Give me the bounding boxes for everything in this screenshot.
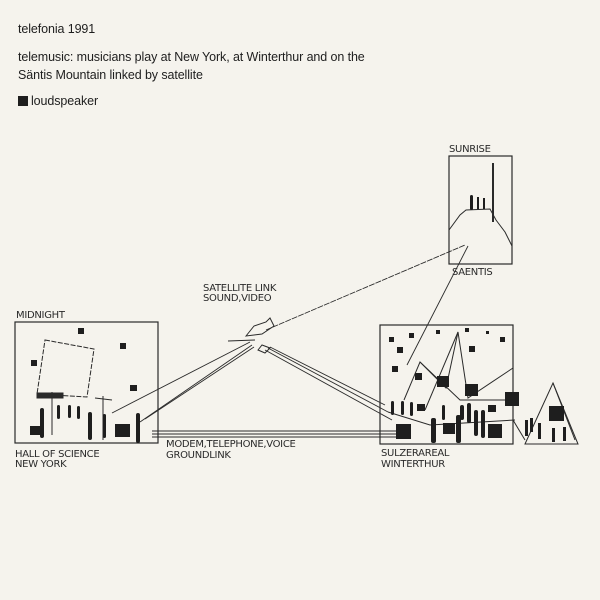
satellite: SATELLITE LINK SOUND,VIDEO [203,283,277,354]
loudspeaker-legend-icon [18,96,28,106]
new-york-panel: MIDNIGHT HALL OF SCIENCE NEW YORK [14,310,159,470]
loudspeakers-winterthur [389,328,519,439]
musicians-tent [525,418,566,442]
description-line-2: Säntis Mountain linked by satellite [18,68,203,82]
description: telemusic: musicians play at New York, a… [18,48,438,84]
new-york-venue-label: HALL OF SCIENCE [15,449,99,460]
new-york-time-label: MIDNIGHT [16,310,66,321]
satellite-label-line-1: SATELLITE LINK [203,283,277,294]
musicians-winterthur [391,401,485,443]
title: telefonia 1991 [18,22,96,36]
saentis-name-label: SAENTIS [452,267,492,278]
musicians-saentis [470,195,485,210]
musicians-new-york [40,405,140,443]
satellite-icon [244,317,275,337]
winterthur-city-label: WINTERTHUR [381,459,445,470]
satellite-label-line-2: SOUND,VIDEO [203,293,272,304]
description-line-1: telemusic: musicians play at New York, a… [18,50,365,64]
legend: loudspeaker [18,94,98,108]
saentis-panel: SUNRISE SAENTIS [448,144,513,278]
groundlink-label-line-1: MODEM,TELEPHONE,VOICE [166,439,296,450]
saentis-time-label: SUNRISE [449,144,491,155]
winterthur-venue-label: SULZERAREAL [381,448,450,459]
satellite-links [111,244,469,423]
loudspeaker-tent [549,406,564,421]
tent-structure [512,381,579,445]
new-york-city-label: NEW YORK [15,459,67,470]
groundlink-label-line-2: GROUNDLINK [166,450,231,461]
groundlink: MODEM,TELEPHONE,VOICE GROUNDLINK [152,430,396,461]
winterthur-panel: SULZERAREAL WINTERTHUR [379,324,519,470]
loudspeakers-new-york [30,328,137,437]
legend-label: loudspeaker [31,94,99,108]
